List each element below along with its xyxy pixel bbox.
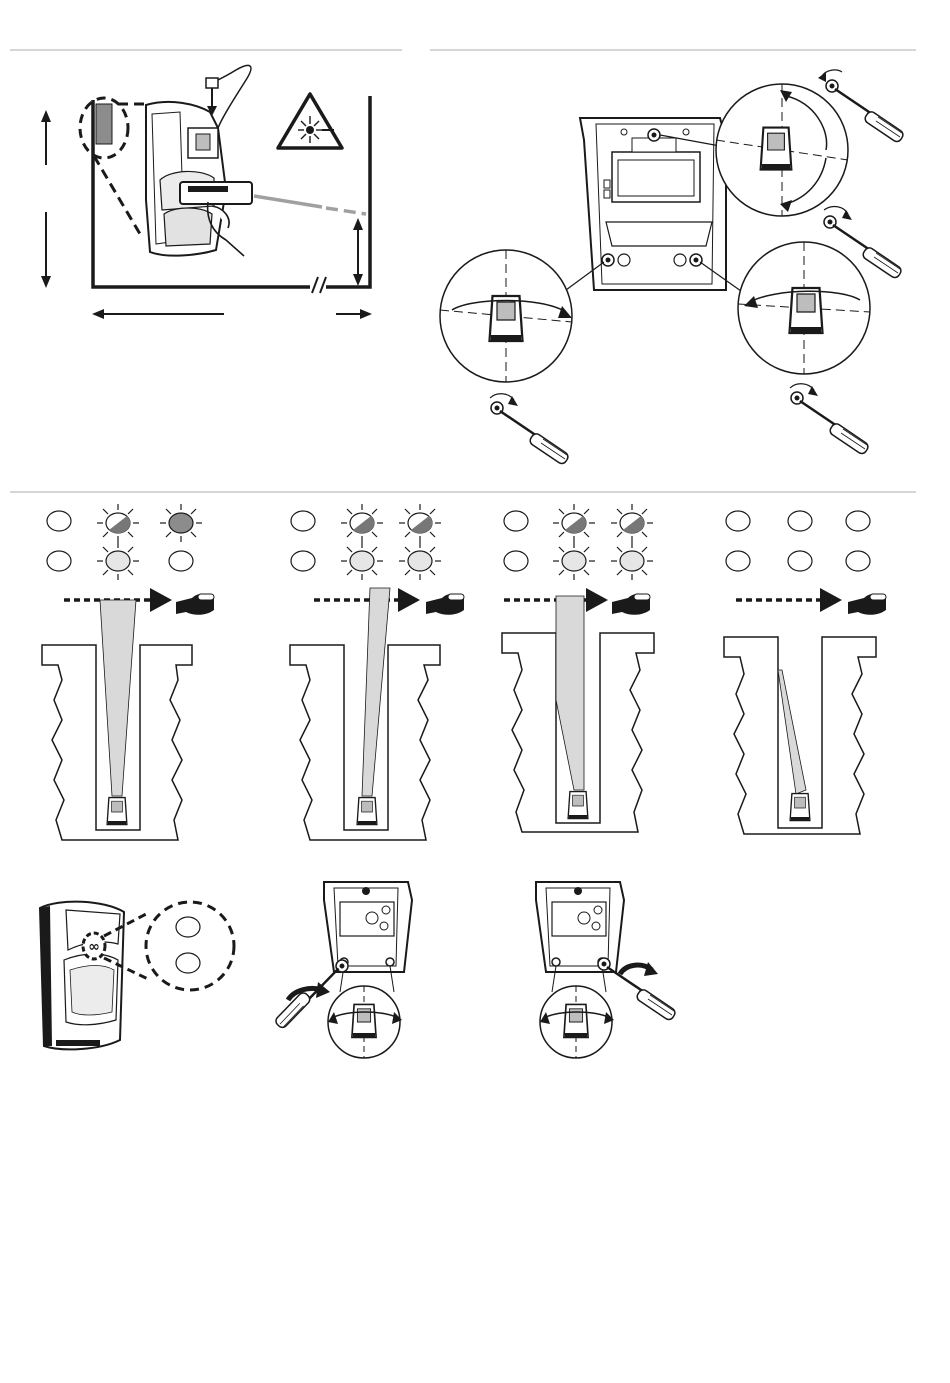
housing-left-adjust bbox=[273, 882, 412, 1058]
laser-warning-icon bbox=[278, 94, 342, 148]
detector-badge: ∞ bbox=[88, 939, 100, 955]
led-panel-4 bbox=[724, 511, 886, 834]
fine-adjust-figure: ∞ bbox=[40, 882, 677, 1058]
led-panel-2 bbox=[290, 504, 464, 840]
led-panel-3 bbox=[502, 504, 654, 832]
housing-right-adjust bbox=[536, 882, 677, 1058]
mounting-height-figure bbox=[41, 65, 372, 319]
led-panel-1 bbox=[42, 504, 214, 840]
alignment-adjust-figure bbox=[440, 70, 905, 466]
coverage-led-figure bbox=[42, 504, 886, 840]
